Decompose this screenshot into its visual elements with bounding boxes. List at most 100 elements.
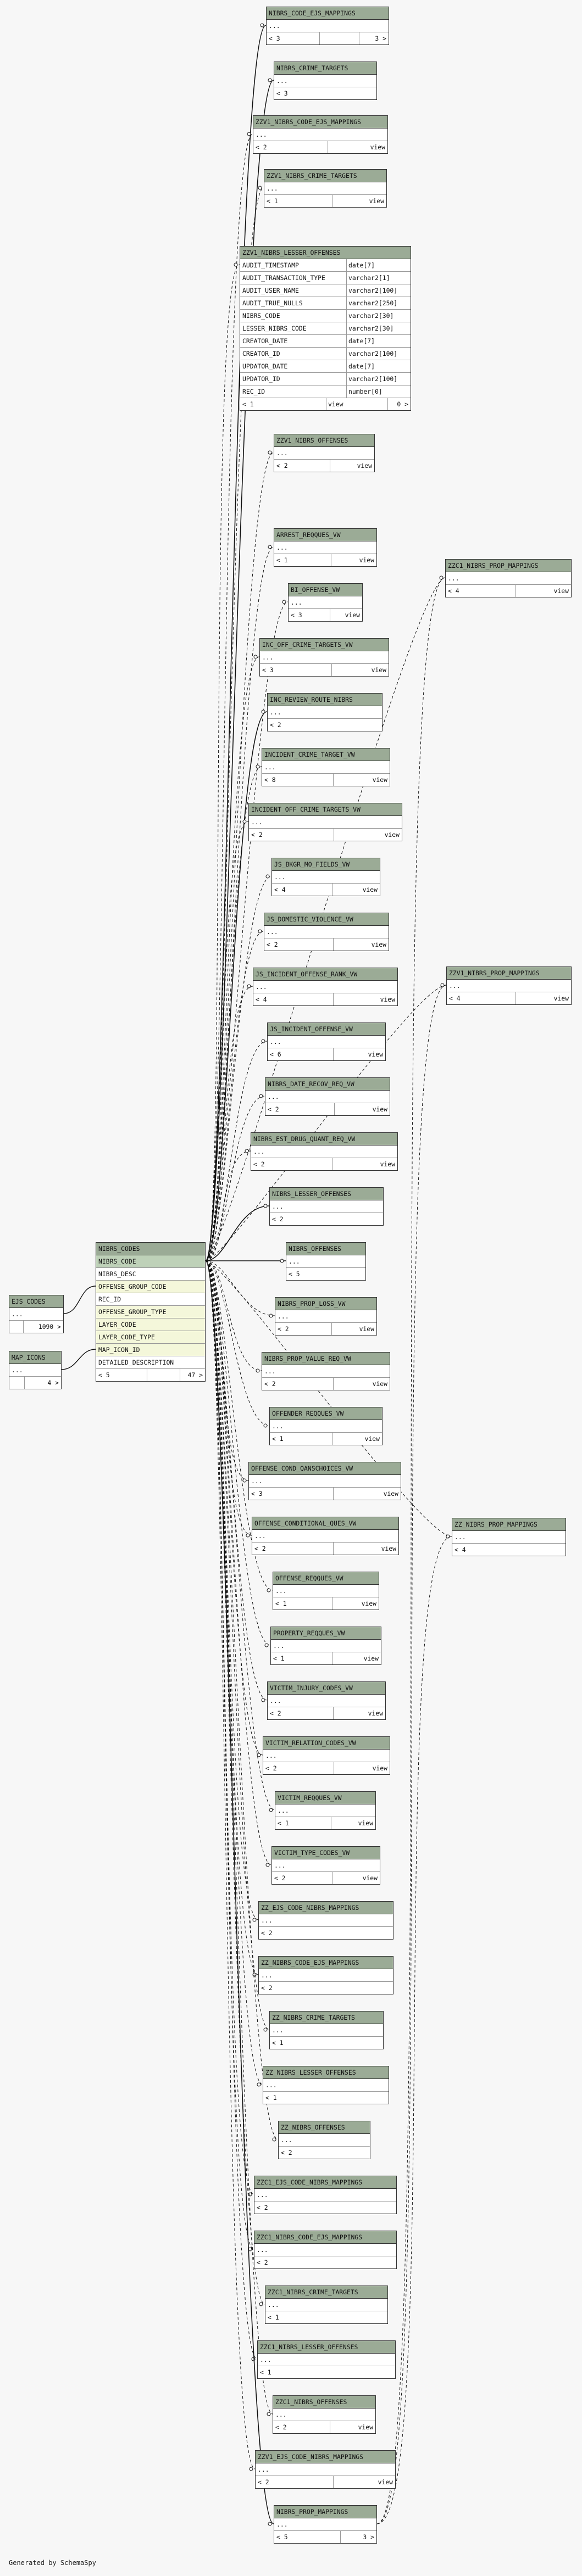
table-inc-review-route-nibrs[interactable]: INC_REVIEW_ROUTE_NIBRS...< 2 bbox=[267, 693, 383, 731]
relationship-edge bbox=[376, 985, 447, 2524]
child-count: < 5 bbox=[98, 1371, 110, 1379]
crowfoot-marker bbox=[261, 709, 265, 714]
parent-count bbox=[319, 32, 359, 44]
table-footer: < 1 bbox=[263, 2092, 389, 2104]
child-count: < 4 bbox=[256, 996, 267, 1003]
crowfoot-marker bbox=[263, 1204, 268, 1208]
relationship-edge bbox=[205, 1260, 259, 1975]
relationship-edge bbox=[205, 821, 249, 1261]
table-nibrs-crime-targets[interactable]: NIBRS_CRIME_TARGETS...< 3 bbox=[274, 62, 377, 100]
table-zz-nibrs-offenses[interactable]: ZZ_NIBRS_OFFENSES...< 2 bbox=[278, 2121, 370, 2159]
table-footer: < 2 bbox=[259, 1982, 393, 1994]
table-map-icons[interactable]: MAP_ICONS...4 > bbox=[9, 1351, 62, 1389]
table-zz-nibrs-crime-targets[interactable]: ZZ_NIBRS_CRIME_TARGETS...< 1 bbox=[269, 2011, 384, 2049]
child-count: < 2 bbox=[270, 1709, 281, 1717]
relationship-edge bbox=[205, 1260, 254, 2250]
table-zz-ejs-code-nibrs-mappings[interactable]: ZZ_EJS_CODE_NIBRS_MAPPINGS...< 2 bbox=[258, 1901, 393, 1940]
table-zzc1-nibrs-code-ejs-mappings[interactable]: ZZC1_NIBRS_CODE_EJS_MAPPINGS...< 2 bbox=[254, 2231, 397, 2269]
table-nibrs-lesser-offenses[interactable]: NIBRS_LESSER_OFFENSES...< 2 bbox=[269, 1187, 384, 1226]
table-footer: < 2 bbox=[259, 1927, 393, 1939]
table-name: JS_BKGR_MO_FIELDS_VW bbox=[272, 858, 380, 871]
parent-count: 3 > bbox=[359, 32, 389, 44]
child-count: < 1 bbox=[272, 1435, 284, 1443]
column-row: ... bbox=[270, 2024, 383, 2037]
table-zzc1-ejs-code-nibrs-mappings[interactable]: ZZC1_EJS_CODE_NIBRS_MAPPINGS...< 2 bbox=[254, 2176, 397, 2214]
column-row: ... bbox=[254, 2244, 396, 2256]
relationship-edge bbox=[205, 766, 262, 1261]
child-count: < 1 bbox=[278, 1819, 289, 1827]
column-type: varchar2[1] bbox=[346, 272, 390, 284]
table-name: OFFENSE_COND_QANSCHOICES_VW bbox=[249, 1462, 401, 1475]
view-badge: view bbox=[332, 195, 386, 207]
table-zz-nibrs-lesser-offenses[interactable]: ZZ_NIBRS_LESSER_OFFENSES...< 1 bbox=[263, 2066, 389, 2104]
crowfoot-marker bbox=[439, 575, 444, 580]
table-name: EJS_CODES bbox=[9, 1295, 63, 1308]
table-zzc1-nibrs-lesser-offenses[interactable]: ZZC1_NIBRS_LESSER_OFFENSES...< 1 bbox=[257, 2340, 396, 2379]
table-name: INC_OFF_CRIME_TARGETS_VW bbox=[260, 639, 389, 651]
table-nibrs-offenses[interactable]: NIBRS_OFFENSES...< 5 bbox=[286, 1242, 366, 1281]
table-ejs-codes[interactable]: EJS_CODES...1090 > bbox=[9, 1295, 64, 1333]
column-row: ... bbox=[263, 1750, 390, 1762]
crowfoot-marker bbox=[257, 1753, 261, 1757]
table-zz-nibrs-prop-mappings[interactable]: ZZ_NIBRS_PROP_MAPPINGS...< 4 bbox=[452, 1518, 566, 1556]
relationship-edge bbox=[205, 1260, 270, 2030]
table-name: NIBRS_LESSER_OFFENSES bbox=[270, 1188, 383, 1200]
crowfoot-marker bbox=[234, 262, 238, 267]
view-badge: view bbox=[332, 1433, 382, 1445]
relationship-edge bbox=[205, 264, 240, 1261]
relationship-edge bbox=[205, 1260, 274, 2524]
table-zz-nibrs-code-ejs-mappings[interactable]: ZZ_NIBRS_CODE_EJS_MAPPINGS...< 2 bbox=[258, 1956, 393, 1994]
table-footer: < 1 bbox=[270, 2037, 383, 2049]
view-badge: view bbox=[333, 938, 389, 951]
child-count: < 2 bbox=[258, 2478, 269, 2486]
crowfoot-marker bbox=[252, 1918, 257, 1922]
view-badge: view bbox=[516, 585, 571, 597]
view-badge: view bbox=[330, 609, 362, 621]
table-zzc1-nibrs-crime-targets[interactable]: ZZC1_NIBRS_CRIME_TARGETS...< 1 bbox=[265, 2286, 388, 2324]
crowfoot-marker bbox=[282, 600, 286, 604]
child-count: < 4 bbox=[454, 1546, 466, 1554]
column-row: ... bbox=[268, 706, 382, 719]
crowfoot-marker bbox=[242, 1478, 247, 1483]
column-row: ... bbox=[259, 1969, 393, 1982]
